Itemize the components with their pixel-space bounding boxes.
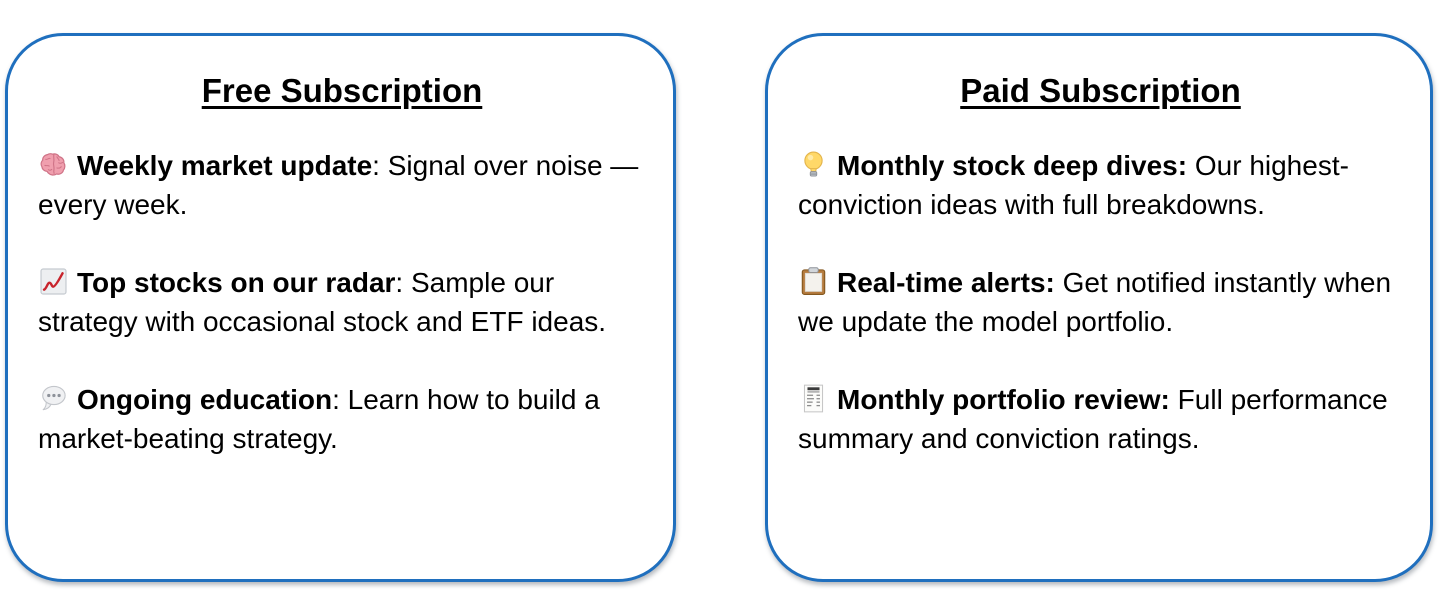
feature-top-stocks: Top stocks on our radar: Sample our stra… xyxy=(38,263,646,341)
feature-ongoing-education: Ongoing education: Learn how to build a … xyxy=(38,380,646,458)
brain-icon xyxy=(38,149,69,180)
feature-desc: : Sample our strategy with occasional st… xyxy=(38,267,607,337)
free-card-title: Free Subscription xyxy=(201,72,483,109)
feature-title: Monthly stock deep dives: xyxy=(837,150,1188,181)
feature-title: Top stocks on our radar xyxy=(77,267,396,298)
paid-subscription-card: Paid Subscription Monthly stock deep div… xyxy=(765,33,1433,582)
clipboard-icon xyxy=(798,266,829,297)
speech-balloon-icon xyxy=(38,383,69,414)
feature-title: Weekly market update xyxy=(77,150,373,181)
feature-weekly-market-update: Weekly market update: Signal over noise … xyxy=(38,146,646,224)
feature-desc: Get notified instantly when we update th… xyxy=(798,267,1392,337)
paid-card-features: Monthly stock deep dives: Our highest-co… xyxy=(798,146,1403,458)
free-subscription-card: Free Subscription Weekly market update: … xyxy=(5,33,676,582)
feature-desc: Our highest-conviction ideas with full b… xyxy=(798,150,1349,220)
feature-desc: Full performance summary and conviction … xyxy=(798,384,1388,454)
feature-monthly-portfolio-review: Monthly portfolio review: Full performan… xyxy=(798,380,1403,458)
feature-desc: : Learn how to build a market-beating st… xyxy=(38,384,600,454)
receipt-icon xyxy=(798,383,829,414)
feature-desc: : Signal over noise — every week. xyxy=(38,150,639,220)
light-bulb-icon xyxy=(798,149,829,180)
free-card-features: Weekly market update: Signal over noise … xyxy=(38,146,646,458)
chart-increasing-icon xyxy=(38,266,69,297)
paid-card-title: Paid Subscription xyxy=(960,72,1241,109)
feature-monthly-deep-dives: Monthly stock deep dives: Our highest-co… xyxy=(798,146,1403,224)
feature-title: Real-time alerts: xyxy=(837,267,1055,298)
feature-real-time-alerts: Real-time alerts: Get notified instantly… xyxy=(798,263,1403,341)
feature-title: Ongoing education xyxy=(77,384,333,415)
feature-title: Monthly portfolio review: xyxy=(837,384,1170,415)
